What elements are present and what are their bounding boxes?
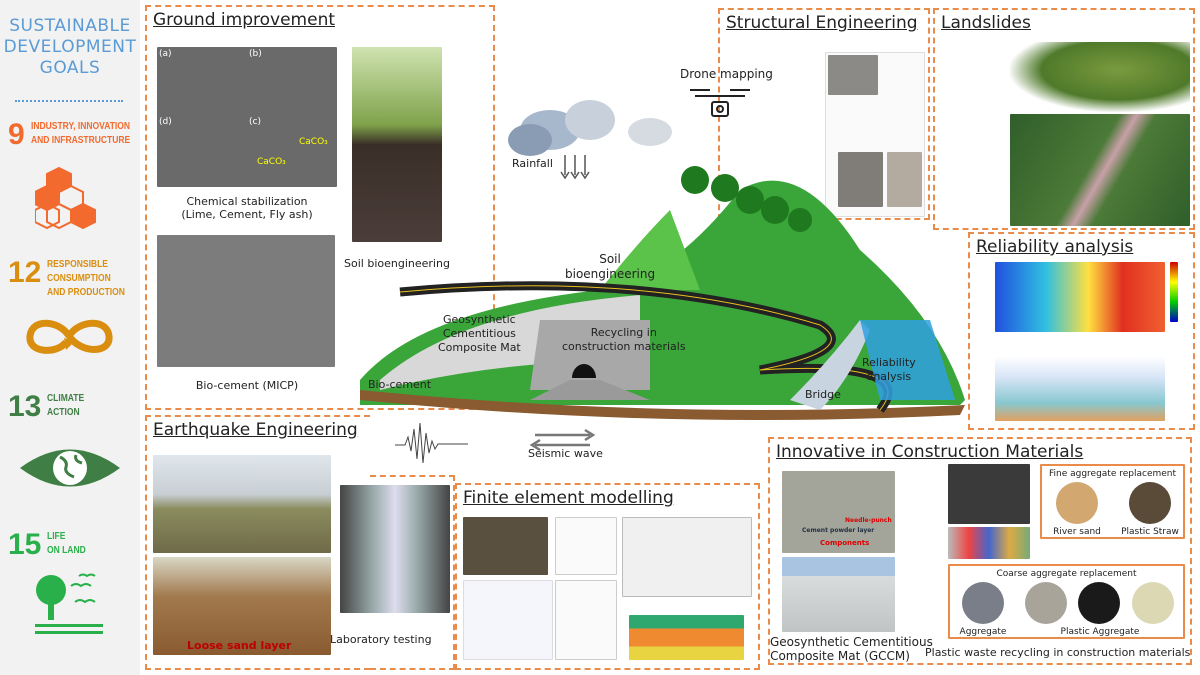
cubes-icon [35, 166, 96, 230]
terrain-3d-model [1010, 42, 1190, 112]
ground-improvement-panel: Ground improvement (a) (b) (d) (c) CaCO₃… [145, 5, 495, 410]
sdg-sidebar: SUSTAINABLE DEVELOPMENT GOALS 9 INDUSTRY… [0, 0, 140, 675]
innovative-materials-title: Innovative in Construction Materials [776, 442, 1084, 462]
response-plot [555, 580, 617, 660]
landslides-panel: Landslides [933, 8, 1195, 230]
finite-element-panel: Finite element modelling [455, 483, 760, 670]
earthquake-lab-panel: Laboratory testing [330, 475, 455, 670]
divider [15, 100, 123, 102]
landslide-aerial-photo [1010, 114, 1190, 226]
plastic-sem-image [948, 464, 1030, 524]
gccm-slope [380, 295, 640, 390]
plastic-aggregate-image [1078, 582, 1120, 624]
plastic-recycling-caption: Plastic waste recycling in construction … [925, 646, 1191, 659]
railway [530, 380, 650, 400]
rain-icon [560, 155, 590, 180]
structural-engineering-title: Structural Engineering [726, 13, 918, 33]
finite-element-title: Finite element modelling [463, 488, 674, 508]
innovative-materials-panel: Innovative in Construction Materials Nee… [768, 437, 1192, 665]
tunnel-photo [463, 517, 548, 575]
bridge-photo [828, 55, 878, 95]
tree-icon [681, 166, 812, 232]
ground-improvement-title: Ground improvement [153, 10, 336, 30]
infinity-loop-icon [26, 319, 113, 354]
field-photo [153, 455, 331, 553]
infrastructure-hill-illustration [360, 89, 965, 464]
laboratory-testing-photo [340, 485, 450, 613]
landslides-title: Landslides [941, 13, 1031, 33]
reliability-heatmap [995, 262, 1165, 332]
gccm-components-photo [782, 471, 895, 553]
plastic-waste-photo [948, 527, 1030, 559]
sem-image [157, 47, 337, 187]
river-sand-image [1056, 482, 1098, 524]
plastic-straw-image [1129, 482, 1171, 524]
seismic-wave-icon [395, 422, 468, 464]
coarse-aggregate-box: Coarse aggregate replacement Aggregate P… [948, 564, 1185, 639]
plastic-aggregate-image [1025, 582, 1067, 624]
joint-photo [838, 152, 883, 207]
cloud-icon [508, 100, 672, 156]
bio-cement-caption: Bio-cement (MICP) [195, 379, 299, 392]
crack-photo [887, 152, 922, 207]
metro-map [463, 580, 553, 660]
colorbar [1170, 262, 1178, 322]
drone-icon [690, 89, 750, 117]
gccm-slope-photo [782, 557, 895, 632]
fine-aggregate-box: Fine aggregate replacement River sand Pl… [1040, 464, 1185, 539]
reliability-map [860, 320, 955, 400]
soil-bioengineering-photo [352, 47, 442, 242]
earthquake-engineering-panel: Earthquake Engineering Loose sand layer [145, 415, 370, 670]
tree-birds-icon [35, 573, 103, 634]
double-arrow-icon [529, 428, 596, 452]
loose-sand-photo [153, 557, 331, 655]
soil-bioengineering-caption: Soil bioengineering [344, 257, 450, 270]
aggregate-image [962, 582, 1004, 624]
earth-eye-icon [20, 449, 120, 487]
reliability-analysis-title: Reliability analysis [976, 237, 1134, 257]
reliability-analysis-panel: Reliability analysis [968, 232, 1195, 430]
tunnel-stages-diagram [622, 517, 752, 597]
sdg-title: SUSTAINABLE DEVELOPMENT GOALS [3, 16, 137, 78]
tunnel-icon [572, 364, 596, 378]
plastic-aggregate-image [1132, 582, 1174, 624]
chemical-stabilization-caption: Chemical stabilization(Lime, Cement, Fly… [181, 195, 313, 221]
earthquake-engineering-title: Earthquake Engineering [153, 420, 358, 440]
bridge [790, 320, 870, 410]
slope-mesh [995, 349, 1165, 421]
fem-mesh [629, 615, 744, 660]
bio-cement-sem-image [157, 235, 335, 367]
pile-diagram [555, 517, 617, 575]
